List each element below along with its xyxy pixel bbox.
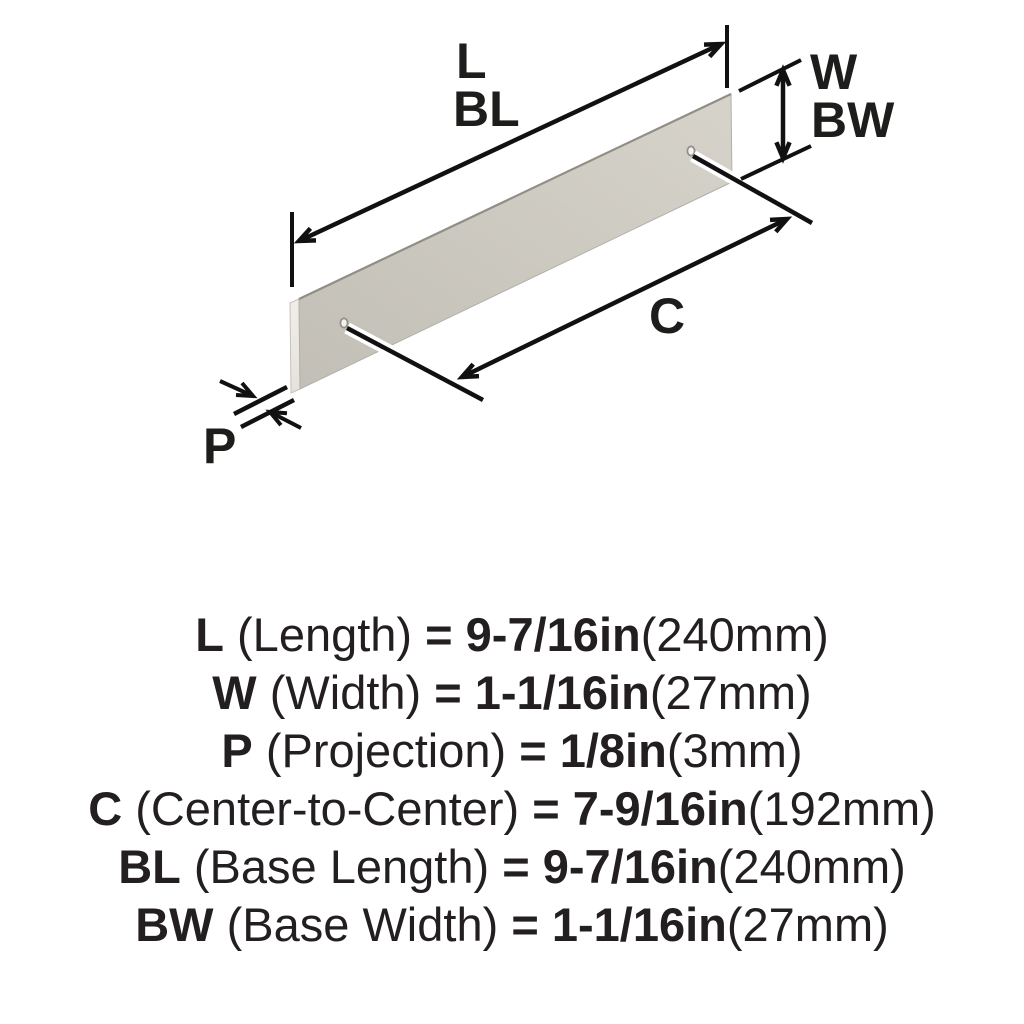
spec-desc: (Width) [269, 666, 422, 719]
extension-line-left-hole [345, 326, 485, 402]
equals-sign: = [532, 782, 560, 835]
arrowhead [265, 409, 288, 427]
spec-value-imperial: 1-1/16in [551, 898, 727, 951]
equals-sign: = [502, 840, 530, 893]
arrowhead [774, 141, 792, 164]
spec-value-metric: (3mm) [666, 724, 803, 777]
screw-hole-left [339, 317, 349, 329]
spec-desc: (Base Length) [193, 840, 490, 893]
center-extension-lines [344, 150, 815, 406]
equals-sign: = [434, 666, 462, 719]
dim-center-to-center [456, 216, 793, 380]
spec-value-metric: (192mm) [747, 782, 936, 835]
equals-sign: = [511, 898, 539, 951]
spec-code: BL [118, 840, 181, 893]
dimension-spec-list: L (Length) = 9-7/16in(240mm) W (Width) =… [0, 606, 1024, 954]
spec-value-imperial: 1/8in [559, 724, 667, 777]
arrowhead [293, 226, 317, 244]
arrowhead [703, 41, 727, 59]
spec-code: C [88, 782, 123, 835]
spec-value-imperial: 9-7/16in [465, 608, 641, 661]
arrowhead [235, 381, 258, 399]
projection-arrow-upper [219, 379, 254, 398]
backplate-illustration [289, 93, 733, 394]
label-center-to-center: C [649, 288, 685, 344]
projection-slash-upper [232, 384, 289, 417]
spec-line-length: L (Length) = 9-7/16in(240mm) [0, 606, 1024, 664]
extension-line-right-hole [691, 154, 814, 225]
length-dim-line [298, 41, 722, 244]
spec-code: BW [135, 898, 214, 951]
screw-hole-right [686, 145, 696, 157]
label-base-width: BW [811, 92, 895, 148]
spec-code: P [221, 724, 253, 777]
projection-arrow-lower [269, 410, 302, 430]
spec-value-metric: (27mm) [649, 666, 812, 719]
label-projection: P [203, 418, 236, 474]
spec-line-base-length: BL (Base Length) = 9-7/16in(240mm) [0, 838, 1024, 896]
center-dim-line [461, 216, 788, 380]
dim-length [290, 25, 729, 287]
spec-value-metric: (27mm) [726, 898, 889, 951]
width-ext-tick-bottom [740, 144, 812, 181]
label-base-length: BL [453, 81, 520, 137]
spec-value-imperial: 1-1/16in [474, 666, 650, 719]
label-length: L [456, 33, 487, 89]
spec-desc: (Center-to-Center) [135, 782, 520, 835]
projection-slash-lower [239, 397, 296, 430]
spec-value-metric: (240mm) [717, 840, 906, 893]
arrowhead [769, 216, 793, 234]
dim-width [738, 58, 812, 181]
spec-desc: (Projection) [265, 724, 507, 777]
arrowhead [456, 362, 480, 380]
plate-top-edge [298, 93, 732, 300]
spec-value-imperial: 7-9/16in [572, 782, 748, 835]
spec-value-metric: (240mm) [640, 608, 829, 661]
spec-line-base-width: BW (Base Width) = 1-1/16in(27mm) [0, 896, 1024, 954]
spec-value-imperial: 9-7/16in [542, 840, 718, 893]
label-width: W [810, 44, 858, 100]
spec-line-center-to-center: C (Center-to-Center) = 7-9/16in(192mm) [0, 780, 1024, 838]
arrowhead [774, 64, 792, 87]
spec-code: W [212, 666, 257, 719]
spec-desc: (Length) [237, 608, 413, 661]
equals-sign: = [425, 608, 453, 661]
spec-line-width: W (Width) = 1-1/16in(27mm) [0, 664, 1024, 722]
spec-code: L [195, 608, 224, 661]
plate-side-edge [289, 298, 301, 394]
equals-sign: = [519, 724, 547, 777]
dim-projection [219, 379, 302, 430]
spec-line-projection: P (Projection) = 1/8in(3mm) [0, 722, 1024, 780]
backplate-dimension-diagram: L BL W BW C P [203, 25, 895, 474]
spec-desc: (Base Width) [226, 898, 499, 951]
width-ext-tick-top [738, 58, 802, 93]
